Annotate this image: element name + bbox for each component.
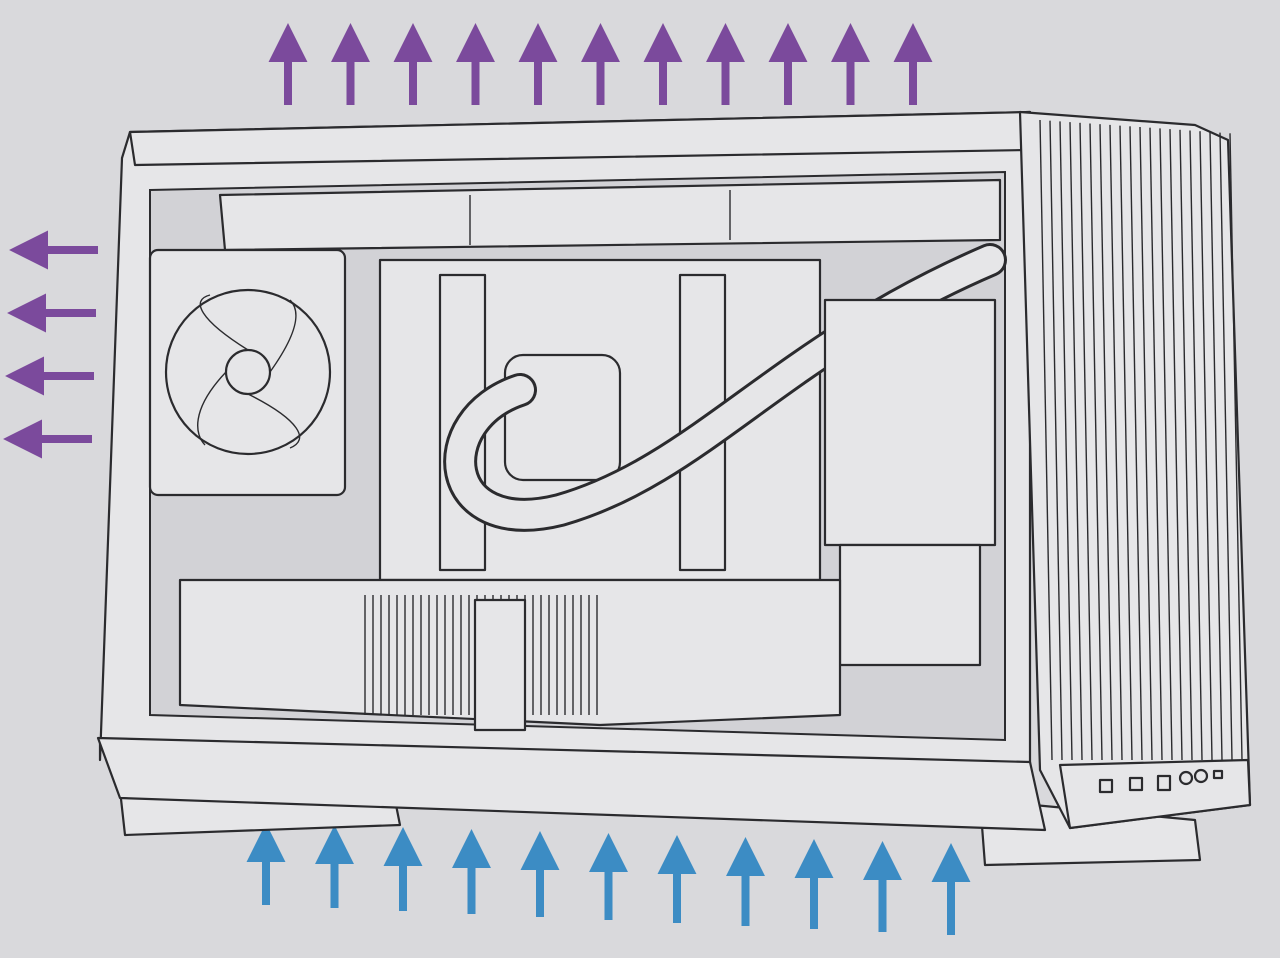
case-bottom-shroud xyxy=(96,736,1047,832)
exhaust-arrow-up xyxy=(581,23,620,105)
pc-case xyxy=(96,110,1252,867)
arrows-exhaust-top xyxy=(268,23,933,105)
exhaust-arrow-up xyxy=(518,23,558,105)
top-radiator xyxy=(218,178,1002,252)
exhaust-arrow-left xyxy=(3,419,92,459)
exhaust-arrow-up xyxy=(393,23,433,105)
usb-port xyxy=(1128,776,1144,792)
psu xyxy=(823,298,997,547)
exhaust-arrow-up xyxy=(456,23,495,105)
audio-jack xyxy=(1178,770,1194,786)
gpu-power-cable xyxy=(473,598,527,732)
intake-arrow-up xyxy=(452,829,491,914)
usb-port xyxy=(1098,778,1114,794)
intake-arrow-up xyxy=(246,823,286,905)
exhaust-arrow-up xyxy=(768,23,808,105)
intake-arrow-up xyxy=(589,833,628,920)
power-button xyxy=(1193,768,1209,784)
usb-c-port xyxy=(1156,774,1172,792)
exhaust-arrow-left xyxy=(7,293,96,333)
rear-fan-hub xyxy=(164,288,332,456)
exhaust-arrow-up xyxy=(268,23,308,105)
arrows-exhaust-rear xyxy=(3,230,98,459)
intake-arrow-up xyxy=(520,831,560,917)
exhaust-arrow-left xyxy=(9,230,98,270)
exhaust-arrow-up xyxy=(893,23,933,105)
intake-arrow-up xyxy=(315,825,354,908)
exhaust-arrow-up xyxy=(643,23,683,105)
intake-arrow-up xyxy=(931,843,971,935)
intake-arrow-up xyxy=(863,841,902,932)
led-indicator xyxy=(1212,769,1224,780)
front-panel xyxy=(1018,110,1252,830)
exhaust-arrow-up xyxy=(331,23,370,105)
intake-arrow-up xyxy=(657,835,697,923)
exhaust-arrow-left xyxy=(5,356,94,396)
io-panel xyxy=(1058,758,1252,830)
intake-arrow-up xyxy=(794,839,834,929)
intake-arrow-up xyxy=(383,827,423,911)
front-panel-slats xyxy=(1039,119,1243,761)
arrows-intake-bottom xyxy=(246,823,971,935)
rear-fan xyxy=(148,248,347,497)
exhaust-arrow-up xyxy=(706,23,745,105)
exhaust-arrow-up xyxy=(831,23,870,105)
intake-arrow-up xyxy=(726,837,765,926)
